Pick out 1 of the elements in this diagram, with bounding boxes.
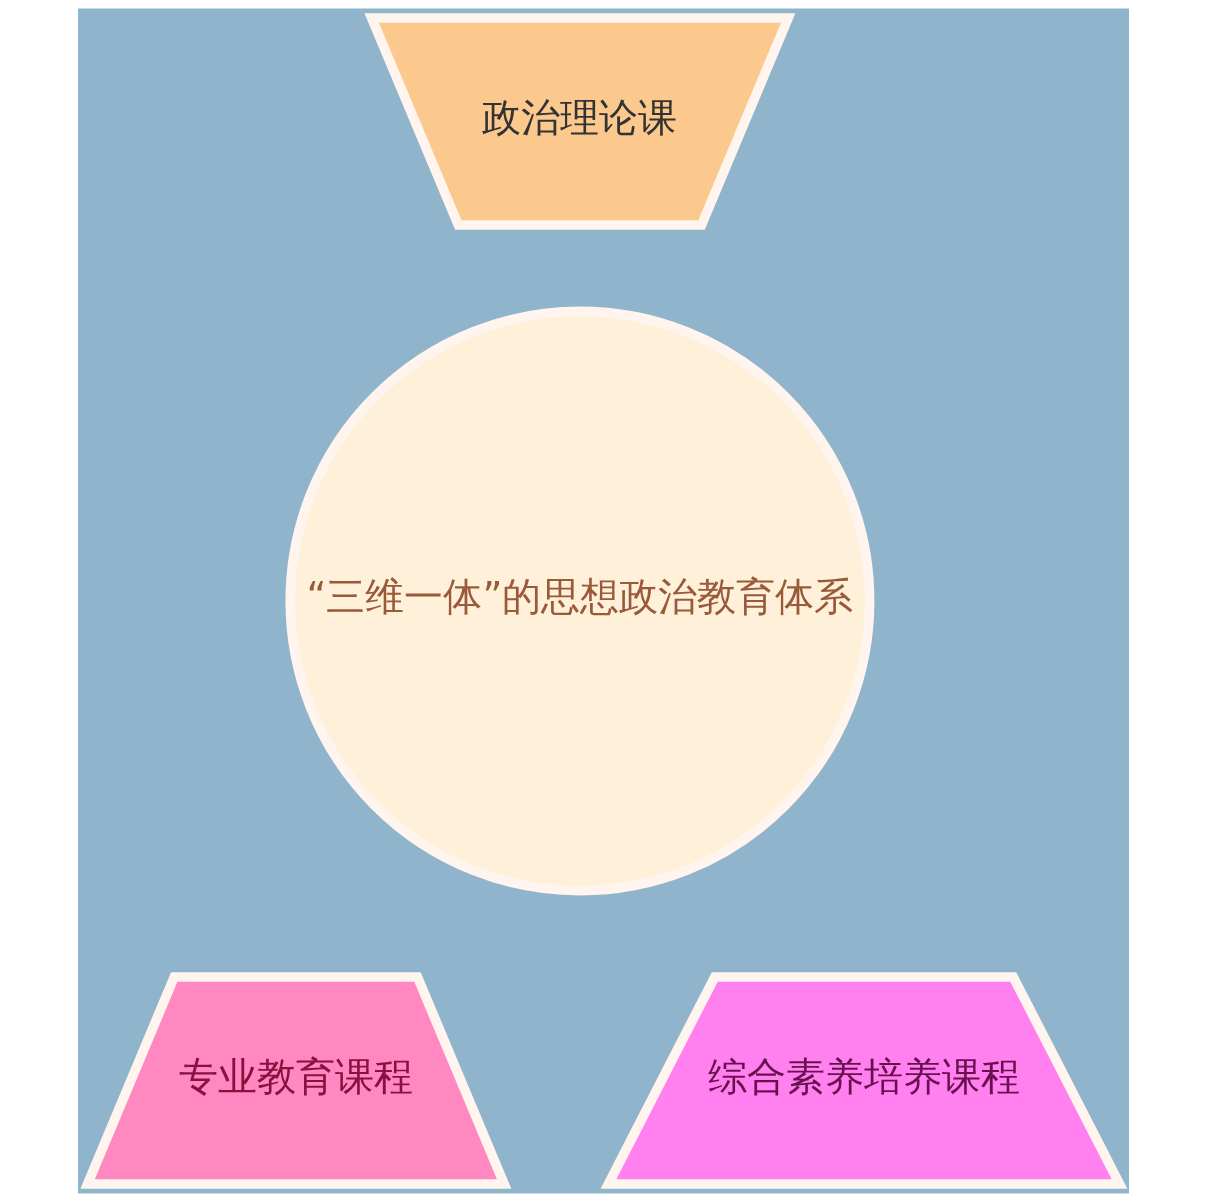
node-circle: “三维一体”的思想政治教育体系 — [284, 306, 874, 896]
